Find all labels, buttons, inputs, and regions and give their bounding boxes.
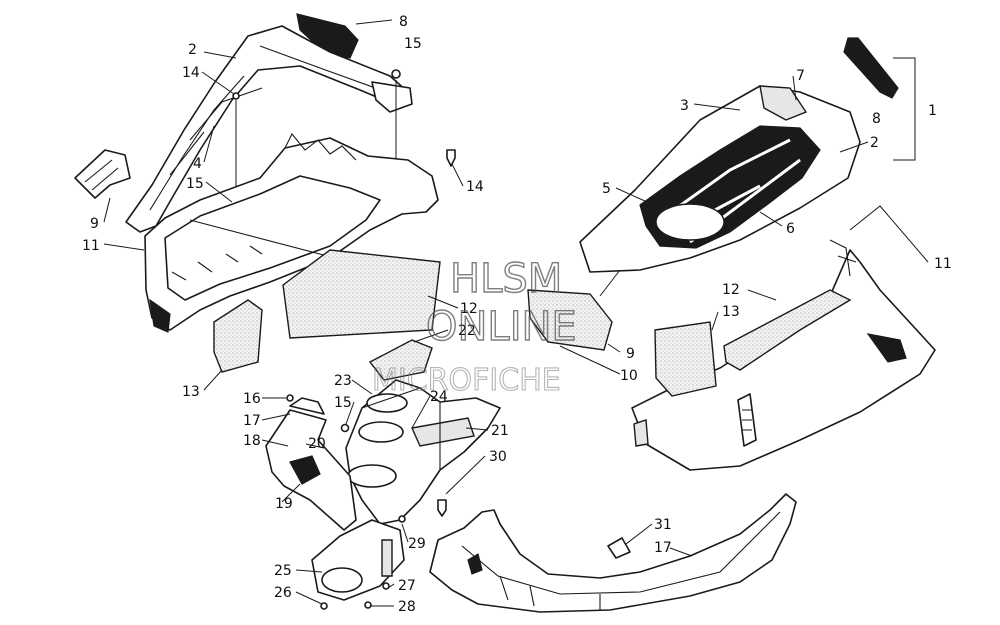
callout-20: 20 [308,436,326,452]
watermark-line-1: HLSM [450,256,562,302]
fastener-27 [382,582,390,590]
callout-14: 14 [466,179,484,195]
callout-2: 2 [870,135,879,151]
callout-21: 21 [491,423,509,439]
callout-28: 28 [398,599,416,615]
side-deflector-left [74,149,131,199]
vent-ring-23 [366,393,408,413]
belly-pan-assembly [265,339,797,613]
callout-31: 31 [654,517,672,533]
lower-vent-ring [321,567,363,593]
side-panel-assembly [527,37,936,471]
foam-pad-12a [282,249,441,339]
vent-grille-right [843,37,899,99]
watermark: HLSM ONLINE MICROFICHE [371,255,577,398]
callout-24: 24 [430,389,448,405]
callout-5: 5 [602,181,611,197]
frame-tip [149,298,171,333]
callout-1: 1 [928,103,937,119]
callout-30: 30 [489,449,507,465]
callout-7: 7 [796,68,805,84]
fastener-26 [320,602,328,610]
belly-pan [345,379,501,525]
callout-27: 27 [398,578,416,594]
callout-8: 8 [872,111,881,127]
callout-11: 11 [934,256,952,272]
callout-15: 15 [334,395,352,411]
watermark-line-2: ONLINE [426,304,577,350]
callout-9: 9 [90,216,99,232]
bolt-14b [446,149,456,167]
foam-pad-13b [654,321,717,397]
fastener-28 [364,601,372,609]
callout-10: 10 [620,368,638,384]
callout-8: 8 [399,14,408,30]
callout-19: 19 [275,496,293,512]
foam-pad-22 [368,339,433,381]
callout-12: 12 [460,301,478,317]
callout-13: 13 [722,304,740,320]
bolt-30 [437,499,447,517]
vent-ring-24 [358,421,404,443]
callout-12: 12 [722,282,740,298]
callout-17: 17 [654,540,672,556]
fastener-16 [286,394,294,402]
fastener-14a [232,92,240,100]
callout-26: 26 [274,585,292,601]
callout-6: 6 [786,221,795,237]
belly-panel-21 [410,417,475,447]
decal-cutout [655,203,725,241]
callout-23: 23 [334,373,352,389]
foam-pad-12b [723,289,852,371]
callout-29: 29 [408,536,426,552]
callout-2: 2 [188,42,197,58]
callout-22: 22 [458,323,476,339]
callout-labels: 8 15 2 14 4 15 14 9 11 12 13 22 23 16 15… [82,14,952,615]
callout-16: 16 [243,391,261,407]
callout-4: 4 [193,156,202,172]
callout-9: 9 [626,346,635,362]
panel-vent [866,333,907,363]
vent-ring-lower [347,464,397,488]
foam-pad-9b [527,289,613,351]
callout-14: 14 [182,65,200,81]
callout-11: 11 [82,238,100,254]
leader-lines [103,19,929,607]
fastener-29 [398,515,406,523]
bracket-upper [371,81,413,113]
foam-pad-13a [213,299,263,373]
callout-13: 13 [182,384,200,400]
callout-15: 15 [404,36,422,52]
fastener-15c [340,423,350,433]
callout-15: 15 [186,176,204,192]
callout-3: 3 [680,98,689,114]
callout-25: 25 [274,563,292,579]
watermark-line-3: MICROFICHE [372,363,561,398]
fastener-15a [391,69,401,79]
clip-31 [607,537,631,559]
upper-hood-rail-assembly [74,13,456,373]
callout-17: 17 [243,413,261,429]
callout-18: 18 [243,433,261,449]
